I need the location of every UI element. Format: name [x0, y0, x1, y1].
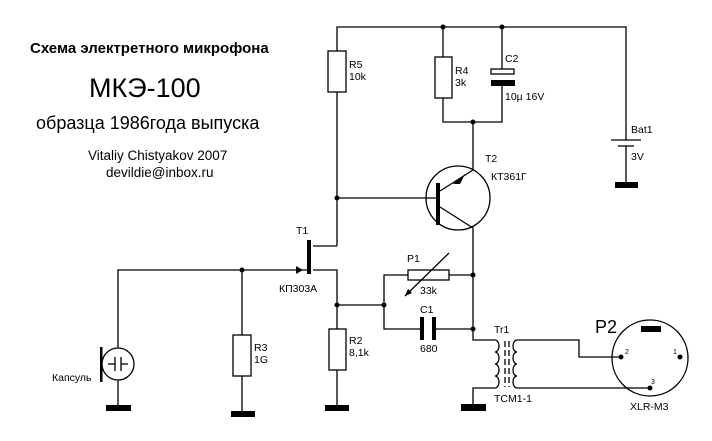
svg-text:680: 680 [420, 343, 438, 355]
svg-text:КП303А: КП303А [279, 283, 317, 295]
svg-text:P1: P1 [407, 253, 420, 265]
email: devildie@inbox.ru [106, 165, 214, 180]
title-model: МКЭ-100 [89, 73, 201, 103]
wires [117, 26, 650, 411]
svg-text:3k: 3k [455, 77, 467, 89]
svg-text:C1: C1 [420, 304, 434, 316]
potentiometer-p1: P1 33k [404, 252, 450, 297]
battery-bat1: Bat1 3V [611, 124, 653, 188]
author: Vitaliy Chistyakov 2007 [88, 148, 227, 163]
ground-icon [615, 182, 638, 188]
svg-text:10k: 10k [349, 71, 367, 83]
svg-text:3: 3 [651, 379, 655, 386]
capacitor-c1: C1 680 [420, 304, 438, 355]
svg-text:P2: P2 [595, 317, 617, 337]
svg-text:Tr1: Tr1 [494, 324, 510, 336]
svg-text:R5: R5 [349, 59, 363, 71]
transistor-t1: T1 КП303А [279, 225, 317, 295]
svg-text:C2: C2 [505, 53, 519, 65]
junction-dots [239, 24, 505, 332]
resistor-r3: R3 1G [231, 334, 268, 417]
svg-text:TCM1-1: TCM1-1 [494, 393, 532, 405]
title-line1: Схема электретного микрофона [30, 40, 269, 57]
ground-icon [461, 404, 486, 411]
resistor-r2: R2 8,1k [325, 328, 370, 411]
ground-icon [325, 405, 349, 411]
capacitor-c2: C2 10µ 16V [490, 53, 544, 103]
svg-text:10µ 16V: 10µ 16V [505, 91, 544, 103]
svg-text:R3: R3 [254, 342, 268, 354]
svg-text:XLR-M3: XLR-M3 [630, 401, 669, 413]
ground-icon [231, 411, 255, 417]
svg-text:R4: R4 [455, 65, 469, 77]
svg-text:T1: T1 [296, 225, 308, 237]
svg-text:КТ361Г: КТ361Г [491, 171, 527, 183]
svg-text:8,1k: 8,1k [349, 347, 370, 359]
title-line3: образца 1986года выпуска [36, 113, 260, 133]
svg-text:2: 2 [625, 349, 629, 356]
svg-text:1: 1 [673, 349, 677, 356]
resistor-r4: R4 3k [434, 56, 469, 99]
svg-text:T2: T2 [485, 153, 497, 165]
transformer-tr1: Tr1 TCM1-1 [461, 324, 532, 411]
svg-text:R2: R2 [349, 335, 363, 347]
connector-p2: 2 1 3 P2 XLR-M3 [595, 317, 689, 413]
svg-text:1G: 1G [254, 354, 268, 366]
svg-text:Капсуль: Капсуль [52, 372, 92, 384]
svg-text:33k: 33k [420, 285, 438, 297]
svg-text:Bat1: Bat1 [631, 124, 653, 136]
transistor-t2: T2 КТ361Г [425, 153, 527, 231]
svg-text:3V: 3V [631, 151, 644, 163]
resistor-r5: R5 10k [327, 50, 367, 93]
ground-icon [106, 405, 131, 411]
microphone-capsule: Капсуль [52, 347, 135, 411]
